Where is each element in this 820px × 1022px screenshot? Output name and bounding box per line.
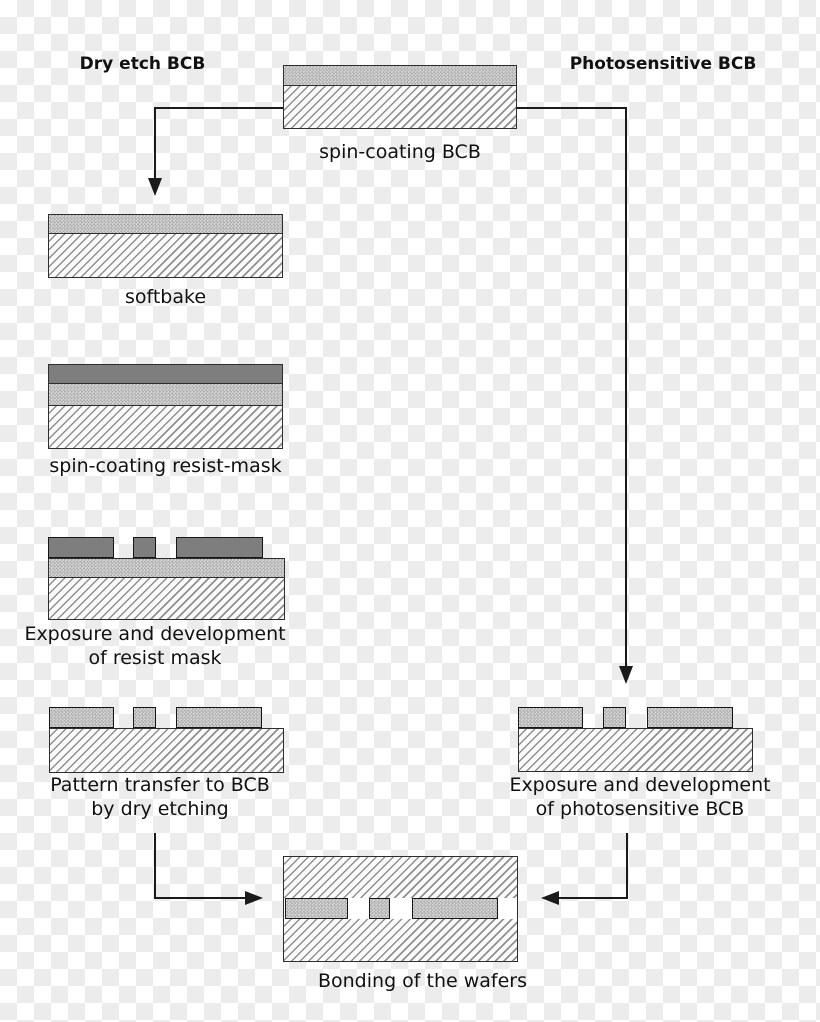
connector-bottom-right-vertical bbox=[626, 833, 628, 899]
connector-left-vertical bbox=[154, 107, 156, 179]
wafer-pattern-transfer bbox=[49, 707, 284, 773]
arrow-left-icon bbox=[541, 891, 559, 905]
substrate-layer-texture bbox=[48, 404, 283, 449]
bcb-block bbox=[49, 707, 114, 728]
arrow-down-icon bbox=[148, 178, 162, 196]
patterned-resist-row bbox=[48, 537, 285, 558]
step-label-bonding: Bonding of the wafers bbox=[317, 970, 528, 992]
bcb-block bbox=[647, 707, 733, 728]
column-header-dry-etch: Dry etch BCB bbox=[79, 54, 206, 74]
substrate-layer-texture bbox=[48, 233, 283, 279]
connector-left-horizontal bbox=[155, 107, 283, 109]
bcb-block bbox=[133, 707, 156, 728]
connector-right-horizontal bbox=[517, 107, 626, 109]
step-label-resist-mask: spin-coating resist-mask bbox=[49, 455, 282, 477]
substrate-layer-texture bbox=[283, 85, 517, 130]
bcb-block bbox=[369, 898, 390, 920]
step-label-line1: Exposure and development bbox=[509, 774, 771, 796]
connector-right-vertical bbox=[625, 107, 627, 666]
step-label-line1: Pattern transfer to BCB bbox=[50, 774, 270, 796]
arrow-right-icon bbox=[245, 891, 263, 905]
substrate-layer-texture bbox=[283, 856, 518, 900]
step-label-line2: of resist mask bbox=[88, 647, 222, 669]
column-header-photosensitive: Photosensitive BCB bbox=[569, 54, 757, 74]
bcb-layer-texture bbox=[48, 214, 283, 235]
bcb-layer-texture bbox=[48, 558, 285, 579]
bcb-block bbox=[518, 707, 583, 728]
wafer-exposure-photo bbox=[518, 707, 753, 772]
resist-block bbox=[176, 537, 263, 558]
bcb-layer-texture bbox=[48, 383, 283, 407]
step-label-softbake: softbake bbox=[124, 286, 207, 308]
connector-bottom-left-vertical bbox=[154, 833, 156, 899]
bcb-block bbox=[176, 707, 262, 728]
wafer-bonding bbox=[283, 856, 518, 962]
resist-block bbox=[133, 537, 156, 558]
bcb-block bbox=[285, 898, 348, 920]
arrow-down-icon bbox=[619, 666, 633, 684]
resist-layer-texture bbox=[48, 364, 283, 385]
connector-bottom-right-horizontal bbox=[559, 897, 627, 899]
wafer-exposure-resist bbox=[48, 537, 285, 621]
step-label-exposure-resist: Exposure and development of resist mask bbox=[10, 622, 300, 670]
step-label-pattern-transfer: Pattern transfer to BCB by dry etching bbox=[25, 773, 295, 821]
bcb-block bbox=[603, 707, 626, 728]
substrate-layer-texture bbox=[283, 917, 518, 962]
step-label-line1: Exposure and development bbox=[24, 623, 286, 645]
substrate-layer-texture bbox=[48, 577, 285, 621]
wafer-softbake bbox=[48, 214, 283, 279]
step-label-exposure-photo: Exposure and development of photosensiti… bbox=[495, 773, 785, 821]
substrate-layer-texture bbox=[518, 728, 753, 772]
bcb-block bbox=[412, 898, 498, 920]
step-label-line2: of photosensitive BCB bbox=[535, 798, 745, 820]
patterned-bcb-row bbox=[49, 707, 284, 728]
patterned-bcb-row bbox=[518, 707, 753, 728]
substrate-layer-texture bbox=[49, 728, 284, 773]
resist-block bbox=[48, 537, 114, 558]
step-label-spin-coating: spin-coating BCB bbox=[319, 141, 481, 163]
wafer-resist-mask bbox=[48, 364, 283, 449]
connector-bottom-left-horizontal bbox=[154, 897, 246, 899]
wafer-spin-coating-bcb bbox=[283, 65, 517, 130]
bonded-bcb-row bbox=[283, 898, 518, 920]
bcb-layer-texture bbox=[283, 65, 517, 87]
step-label-line2: by dry etching bbox=[91, 798, 229, 820]
